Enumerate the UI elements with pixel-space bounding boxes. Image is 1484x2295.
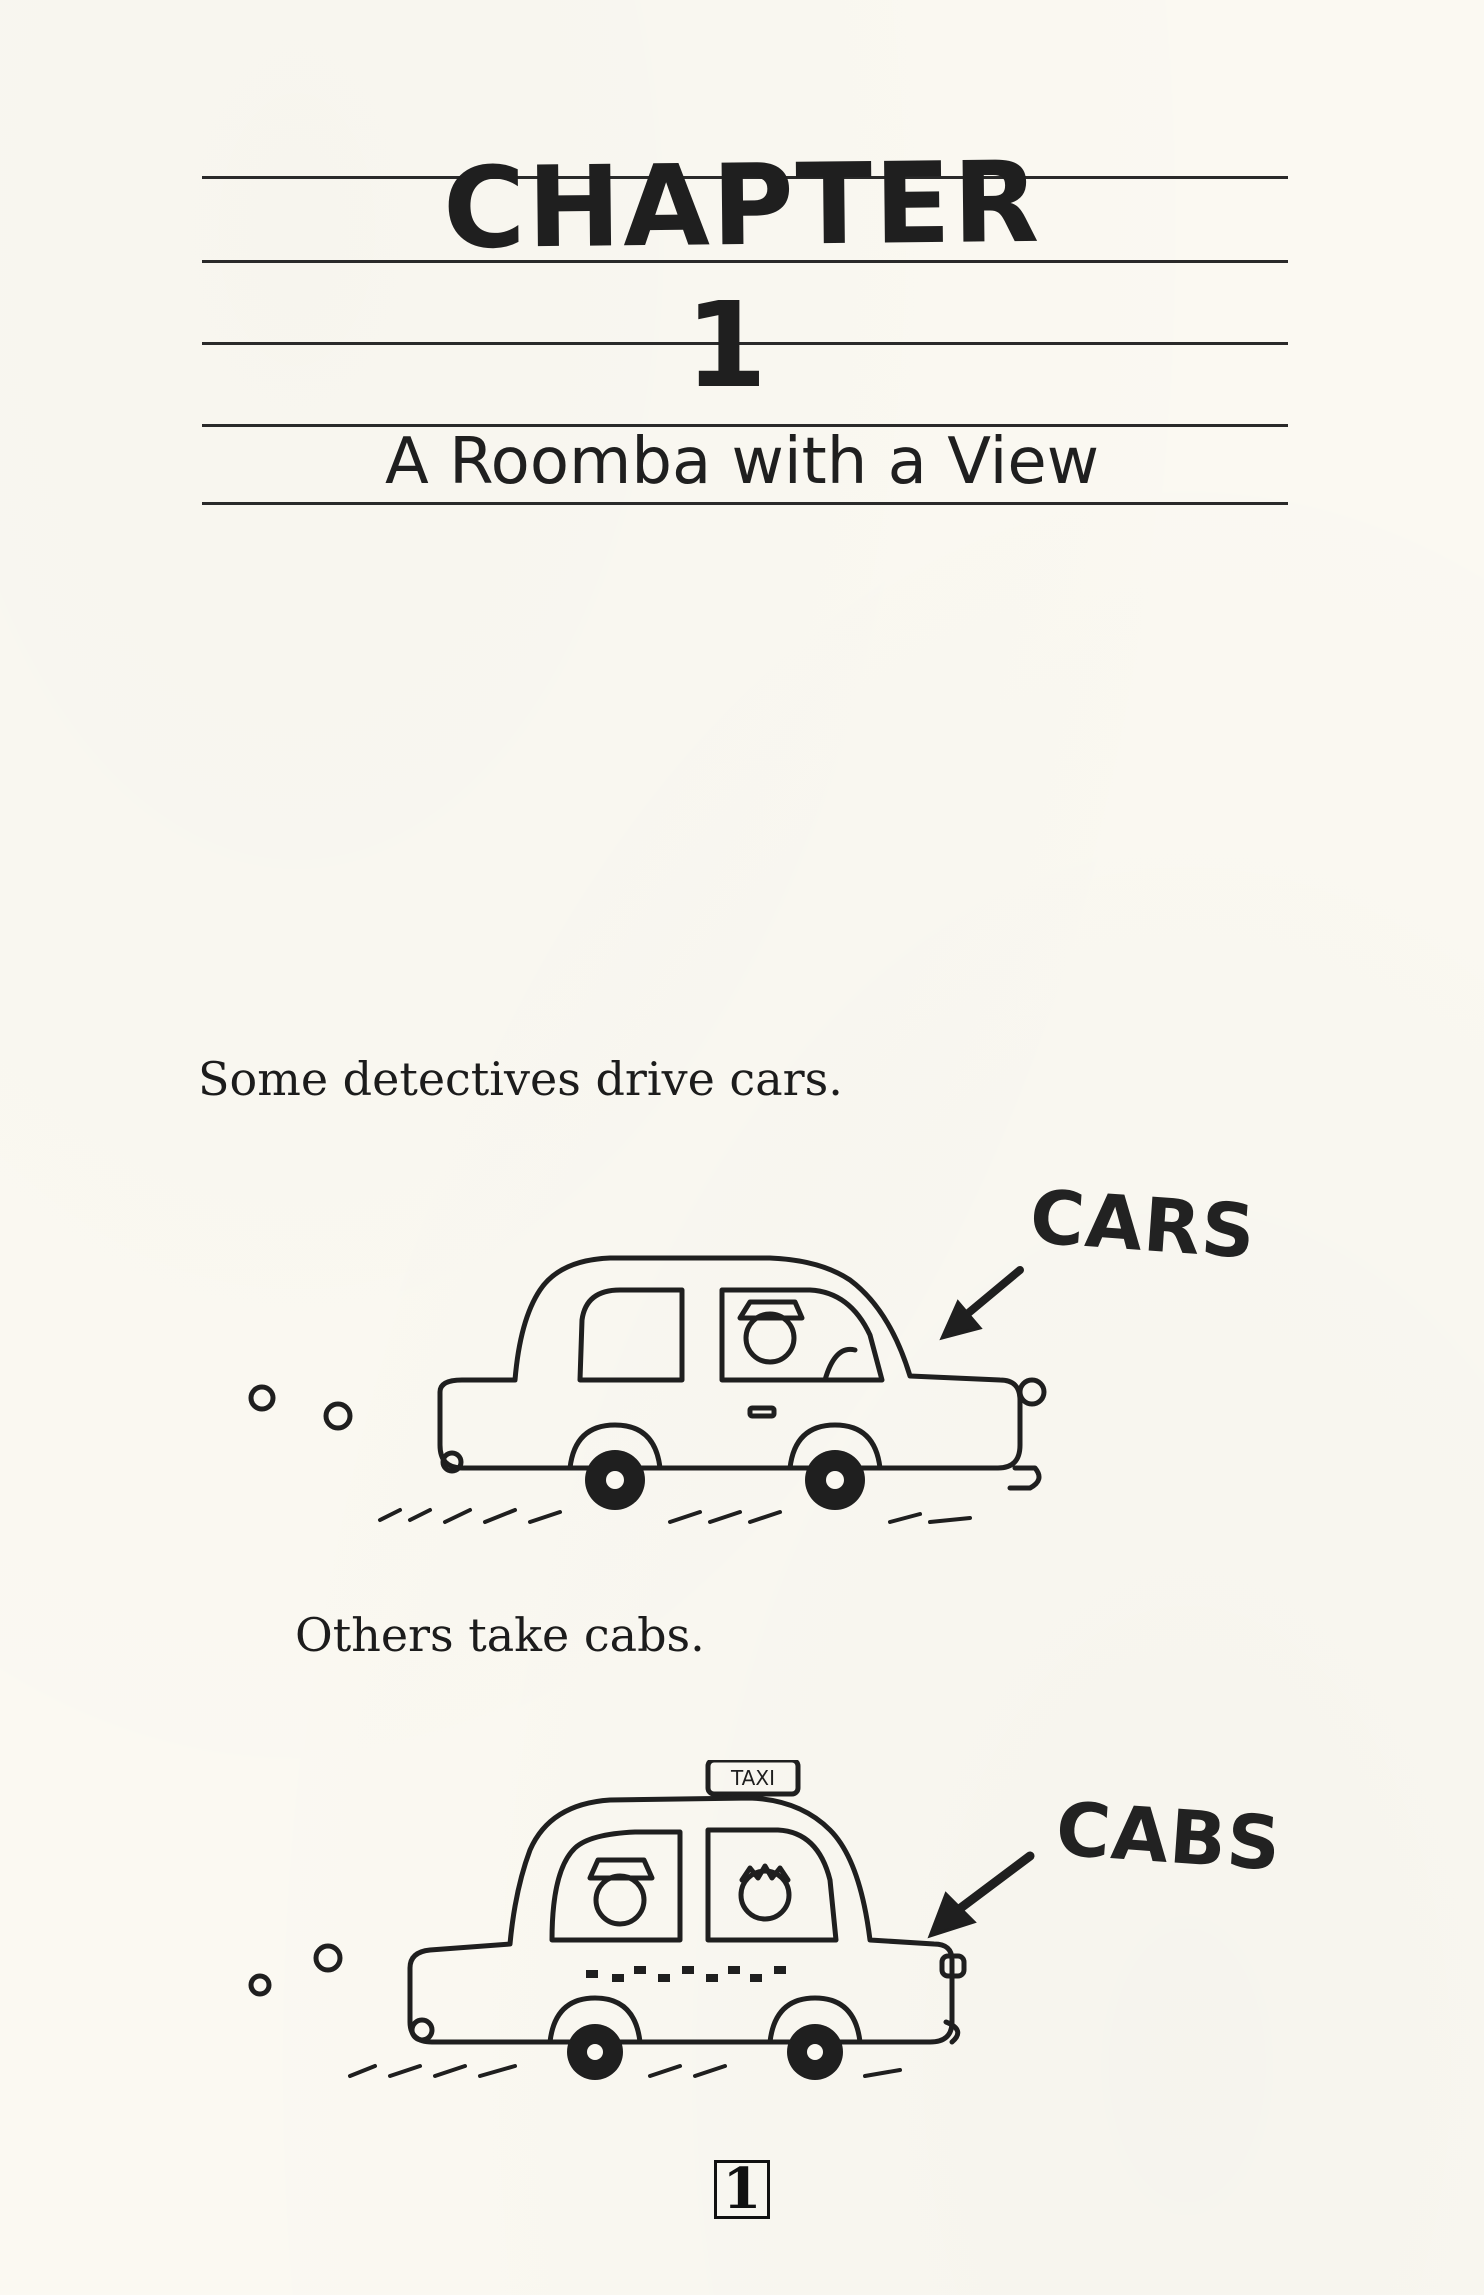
taxi-sign-text: TAXI bbox=[730, 1766, 775, 1790]
steering-wheel bbox=[822, 1346, 858, 1383]
car-body bbox=[437, 1255, 1023, 1471]
cab-arrow-head bbox=[927, 1891, 977, 1939]
cab-body bbox=[407, 1795, 955, 2045]
car-back-window bbox=[577, 1287, 685, 1383]
front-bumper bbox=[1007, 1465, 1042, 1491]
driver-head bbox=[743, 1311, 797, 1365]
headlight bbox=[1017, 1377, 1047, 1407]
heading-rule-5 bbox=[202, 502, 1288, 505]
chapter-title: A Roomba with a View bbox=[384, 425, 1100, 499]
cab-headlight bbox=[939, 1953, 967, 1979]
checker-pattern bbox=[586, 1966, 786, 1982]
cab-rear-bumper bbox=[409, 2017, 435, 2043]
driver-hat bbox=[737, 1299, 805, 1321]
cab-front-window bbox=[705, 1827, 839, 1943]
exhaust-puff bbox=[248, 1384, 276, 1412]
passenger-hat bbox=[587, 1857, 655, 1881]
cab-driver-head bbox=[738, 1868, 792, 1922]
paragraph-cars: Some detectives drive cars. bbox=[198, 1052, 843, 1106]
rear-bumper bbox=[440, 1450, 464, 1474]
paragraph-cabs: Others take cabs. bbox=[295, 1608, 705, 1662]
cab-front-bumper bbox=[943, 2019, 961, 2045]
exhaust-puff bbox=[323, 1401, 353, 1431]
exhaust-puff bbox=[313, 1943, 343, 1973]
passenger-head bbox=[593, 1873, 647, 1927]
heading-rule-2 bbox=[202, 260, 1288, 263]
car-front-window bbox=[719, 1287, 885, 1383]
page-number: 1 bbox=[0, 2160, 1484, 2220]
heading-rule-3 bbox=[202, 342, 1288, 345]
taxi-sign bbox=[705, 1760, 801, 1797]
cab-driver-hair bbox=[739, 1863, 791, 1883]
page-number-value: 1 bbox=[713, 2160, 771, 2220]
exhaust-puff bbox=[248, 1973, 272, 1997]
chapter-heading: CHAPTER bbox=[442, 137, 1042, 275]
cab-back-window bbox=[549, 1829, 683, 1943]
cabs-label: CABS bbox=[1053, 1786, 1285, 1888]
arrow-head bbox=[939, 1299, 983, 1341]
taxi-illustration: TAXI bbox=[248, 1760, 1035, 2080]
car-illustration bbox=[248, 1255, 1047, 1524]
chapter-number: 1 bbox=[684, 276, 768, 414]
heading-rule-4 bbox=[202, 424, 1288, 427]
door-handle bbox=[747, 1405, 777, 1419]
heading-rule-1 bbox=[202, 176, 1288, 179]
